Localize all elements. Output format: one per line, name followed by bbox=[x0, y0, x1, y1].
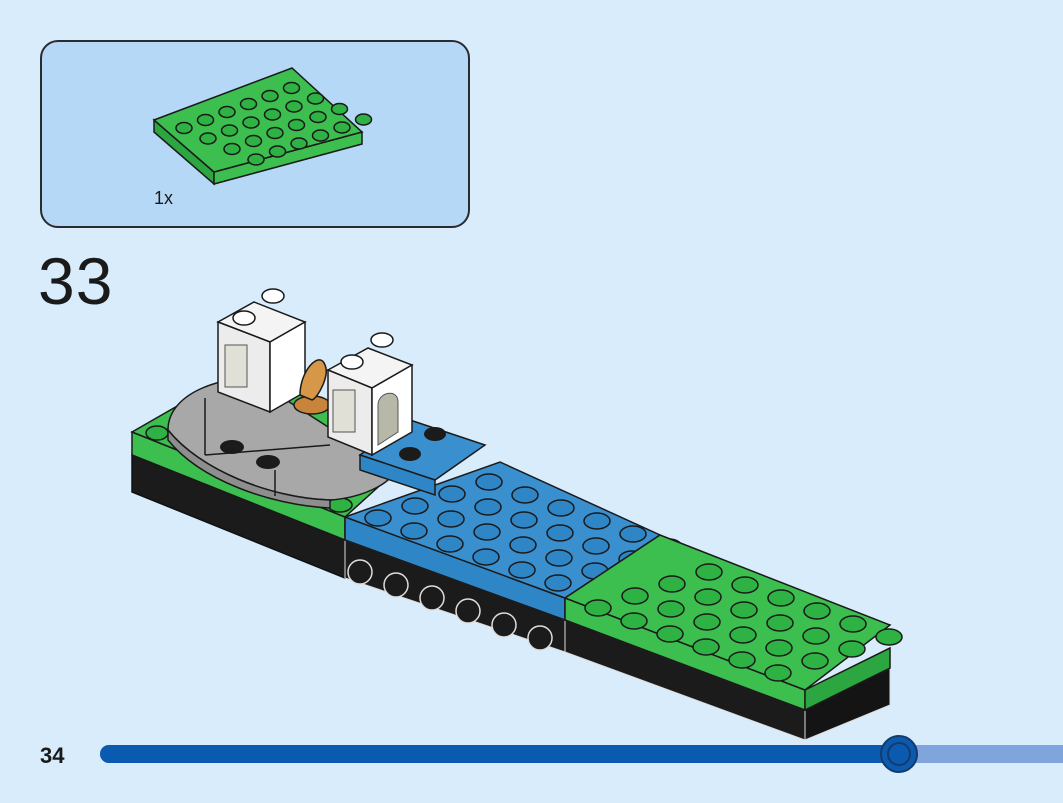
green-stud bbox=[730, 601, 758, 619]
green-stud bbox=[731, 576, 759, 594]
plate-stud bbox=[239, 97, 258, 111]
green-stud bbox=[767, 589, 795, 607]
green-stud bbox=[656, 625, 684, 643]
green-stud bbox=[657, 600, 685, 618]
green-stud bbox=[764, 664, 792, 682]
green-stud bbox=[802, 627, 830, 645]
blue-stud bbox=[547, 499, 575, 517]
green-stud bbox=[875, 628, 903, 646]
progress-marker-icon bbox=[880, 735, 919, 773]
plate-stud bbox=[330, 102, 349, 116]
plate-stud bbox=[306, 92, 325, 105]
blue-stud bbox=[545, 549, 573, 567]
parts-callout: 1x bbox=[40, 40, 470, 228]
technic-holes bbox=[347, 559, 553, 651]
blue-stud bbox=[401, 497, 429, 515]
blue-stud bbox=[508, 561, 536, 579]
blue-stud bbox=[474, 498, 502, 516]
green-stud bbox=[658, 575, 686, 593]
plate-stud bbox=[333, 121, 351, 134]
green-stud bbox=[838, 640, 866, 658]
green-stud bbox=[695, 563, 723, 581]
plate-stud bbox=[247, 153, 265, 166]
green-stud bbox=[839, 615, 867, 633]
blue-stud bbox=[400, 522, 428, 540]
green-stud bbox=[801, 652, 829, 670]
blue-stud bbox=[509, 536, 537, 554]
green-stud bbox=[803, 602, 831, 620]
blue-stud bbox=[619, 525, 647, 543]
blue-stud bbox=[438, 485, 466, 503]
instruction-progress-bar bbox=[100, 735, 1063, 773]
plate-stud bbox=[196, 113, 215, 127]
green-stud bbox=[729, 626, 757, 644]
blue-stud bbox=[511, 486, 539, 504]
green-stud bbox=[765, 639, 793, 657]
green-stud bbox=[620, 612, 648, 630]
build-illustration bbox=[130, 288, 903, 740]
blue-stud bbox=[475, 473, 503, 491]
green-stud bbox=[584, 599, 612, 617]
plate-stud bbox=[282, 81, 301, 95]
blue-stud bbox=[546, 524, 574, 542]
plate-stud bbox=[290, 137, 308, 150]
plate-stud bbox=[199, 132, 217, 145]
plate-stud bbox=[266, 126, 284, 140]
page-number: 34 bbox=[40, 743, 65, 768]
plate-stud bbox=[268, 145, 287, 158]
plate-stud bbox=[261, 89, 279, 103]
plate-stud bbox=[263, 108, 282, 121]
blue-stud bbox=[472, 548, 500, 566]
plate-stud bbox=[242, 116, 260, 129]
plate-stud bbox=[220, 124, 239, 137]
plate-stud bbox=[311, 129, 330, 142]
step-number: 33 bbox=[38, 244, 114, 318]
plate-stud bbox=[218, 105, 236, 119]
plate-stud bbox=[244, 134, 263, 148]
part-quantity: 1x bbox=[154, 188, 174, 208]
blue-stud bbox=[436, 535, 464, 553]
blue-stud bbox=[473, 523, 501, 541]
blue-stud bbox=[583, 512, 611, 530]
green-stud bbox=[692, 638, 720, 656]
plate-stud bbox=[309, 110, 327, 124]
plate-stud bbox=[285, 100, 303, 113]
plate-stud bbox=[223, 142, 241, 156]
green-plate-4x6-icon bbox=[152, 67, 373, 186]
green-stud bbox=[621, 587, 649, 605]
green-stud bbox=[728, 651, 756, 669]
blue-stud bbox=[544, 574, 572, 592]
plate-stud bbox=[354, 113, 373, 126]
green-stud bbox=[694, 588, 722, 606]
green-stud bbox=[693, 613, 721, 631]
blue-stud bbox=[437, 510, 465, 528]
plate-stud bbox=[287, 118, 306, 132]
blue-stud bbox=[582, 537, 610, 555]
green-stud bbox=[766, 614, 794, 632]
plate-stud bbox=[175, 121, 193, 135]
progress-completed bbox=[100, 745, 900, 763]
blue-stud bbox=[364, 509, 392, 527]
blue-stud bbox=[510, 511, 538, 529]
